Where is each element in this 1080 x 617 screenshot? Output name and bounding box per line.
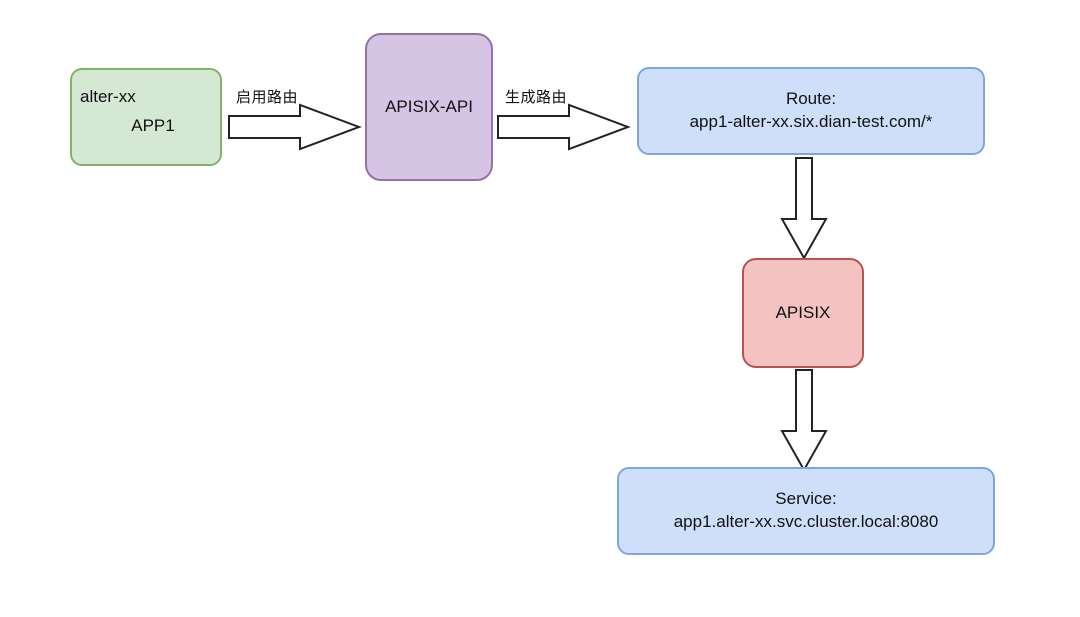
app-node-line-1: alter-xx [80,87,136,106]
apisix-node-label: APISIX [775,302,831,322]
app-node-line-2: APP1 [131,115,175,135]
route-node-line-2: app1-alter-xx.six.dian-test.com/* [689,112,933,131]
arrow-apisix-to-service [780,369,828,473]
app-node[interactable]: alter-xx APP1 [70,68,222,166]
apisix-api-node-label: APISIX-API [385,96,473,116]
service-node[interactable]: Service: app1.alter-xx.svc.cluster.local… [617,467,995,555]
edge-label-enable-route: 启用路由 [236,89,299,106]
service-node-line-1: Service: [775,489,837,509]
edge-label-generate-route: 生成路由 [505,89,568,106]
apisix-api-node[interactable]: APISIX-API [365,33,493,181]
arrow-apisix-api-to-route [497,103,631,151]
route-node[interactable]: Route: app1-alter-xx.six.dian-test.com/* [637,67,985,155]
arrow-app-to-apisix-api [228,103,362,151]
route-node-line-1: Route: [785,89,837,109]
service-node-line-2: app1.alter-xx.svc.cluster.local:8080 [673,512,939,531]
apisix-node[interactable]: APISIX [742,258,864,368]
arrow-route-to-apisix [780,157,828,261]
